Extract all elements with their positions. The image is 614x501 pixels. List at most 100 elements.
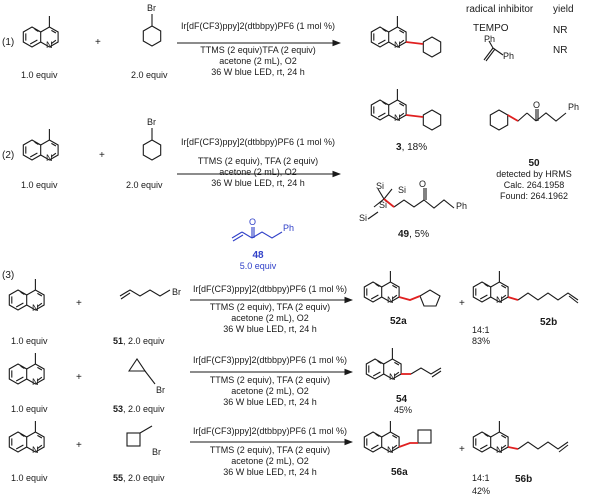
bromocyclohexane-1 <box>142 14 162 47</box>
product-49-label: 49, 5% <box>398 229 430 240</box>
entry-3c-cond-3: acetone (2 mL), O2 <box>231 456 309 466</box>
si-label-1: Si <box>376 181 385 191</box>
n-atom: N <box>46 153 53 163</box>
n-atom: N <box>387 445 394 455</box>
pentenyl-56b <box>517 441 569 453</box>
entry-3a-cond-4: 36 W blue LED, rt, 24 h <box>223 324 317 334</box>
entry-3a-cond-2: TTMS (2 equiv), TFA (2 equiv) <box>209 302 331 312</box>
entry-2-number: (2) <box>2 150 15 161</box>
entry-3a-reagent: 51, 2.0 equiv <box>113 336 165 346</box>
si-label-2: Si <box>398 185 407 195</box>
acrylate-o: O <box>249 217 257 227</box>
entry-3b-cond-2: TTMS (2 equiv), TFA (2 equiv) <box>209 375 331 385</box>
plus-sign: + <box>99 150 105 161</box>
entry-1-quinoline-equiv: 1.0 equiv <box>21 70 58 80</box>
entry-2-reagent-equiv: 2.0 equiv <box>126 180 163 190</box>
entry-3b-cond-4: 36 W blue LED, rt, 24 h <box>223 397 317 407</box>
n-atom: N <box>32 303 39 313</box>
entry-3c-br: Br <box>152 447 161 457</box>
radical-inhibitor-header: radical inhibitor <box>466 4 534 15</box>
product-56a-label: 56a <box>391 467 408 478</box>
entry-1-br: Br <box>147 3 156 13</box>
acrylate-48-equiv: 5.0 equiv <box>239 261 277 271</box>
entry-2-br: Br <box>147 117 156 127</box>
plus-sign: + <box>76 440 82 451</box>
butenyl-54 <box>410 367 442 378</box>
product-50-label: 50 <box>528 158 540 169</box>
product-50-o: O <box>533 100 541 110</box>
tempo-label: TEMPO <box>473 23 509 34</box>
plus-sign: + <box>76 372 82 383</box>
entry-3a-cond-3: acetone (2 mL), O2 <box>231 313 309 323</box>
nr-diphenylethylene: NR <box>553 45 568 56</box>
cyclobutylmethyl-bromide-55 <box>126 425 153 447</box>
entry-3b-yield: 45% <box>394 405 413 415</box>
entry-2-cond-3: acetone (2 mL), O2 <box>219 167 297 177</box>
product-49-o: O <box>419 179 427 189</box>
plus-sign: + <box>95 37 101 48</box>
entry-3c-reagent: 55, 2.0 equiv <box>113 473 165 483</box>
entry-3b-reagent: 53, 2.0 equiv <box>113 404 165 414</box>
ph-bottom-label: Ph <box>503 51 515 61</box>
product-50-ph: Ph <box>568 102 580 112</box>
plus-sign: + <box>76 298 82 309</box>
benzyl-acrylate-48 <box>231 227 283 242</box>
product-50-note: detected by HRMS <box>496 169 572 179</box>
n-atom: N <box>46 40 53 50</box>
entry-2-cond-2: TTMS (2 equiv), TFA (2 equiv) <box>197 156 319 166</box>
n-atom: N <box>32 445 39 455</box>
n-atom: N <box>387 295 394 305</box>
entry-3b-br: Br <box>156 385 165 395</box>
entry-3a-br: Br <box>172 287 181 297</box>
product-56b-label: 56b <box>515 474 533 485</box>
n-atom: N <box>496 445 503 455</box>
plus-sign: + <box>459 298 465 309</box>
entry-3c-catalyst: Ir[dF(CF3)ppy]2(dtbbpy)PF6 (1 mol %) <box>192 426 348 436</box>
nr-tempo: NR <box>553 25 568 36</box>
product-50-calc: Calc. 264.1958 <box>503 180 565 190</box>
cyclopropylmethyl-bromide-53 <box>127 358 156 385</box>
entry-3c-cond-2: TTMS (2 equiv), TFA (2 equiv) <box>209 445 331 455</box>
entry-3c-ratio: 14:1 <box>472 473 490 483</box>
entry-3a-yield: 83% <box>472 336 491 346</box>
n-atom: N <box>389 372 396 382</box>
acrylate-48-label: 48 <box>252 250 264 261</box>
cyclopentylmethyl-52a <box>419 289 441 307</box>
entry-1-catalyst: Ir[dF(CF3)ppy]2(dtbbpy)PF6 (1 mol %) <box>180 21 336 31</box>
product-49-ph: Ph <box>456 201 468 211</box>
entry-3c-quinoline-equiv: 1.0 equiv <box>11 473 48 483</box>
n-atom: N <box>394 113 401 123</box>
entry-1-cond-2: TTMS (2 equiv)TFA (2 equiv) <box>200 45 316 55</box>
entry-3a-catalyst: Ir[dF(CF3)ppy]2(dtbbpy)PF6 (1 mol %) <box>192 284 348 294</box>
entry-1-number: (1) <box>2 37 15 48</box>
product-52b-label: 52b <box>540 317 558 328</box>
hexenyl-bromide-51 <box>119 289 171 300</box>
hexenyl-52b <box>517 292 579 304</box>
yield-header: yield <box>553 4 574 15</box>
n-atom: N <box>394 40 401 50</box>
entry-3b-catalyst: Ir[dF(CF3)ppy]2(dtbbpy)PF6 (1 mol %) <box>192 355 348 365</box>
entry-3a-ratio: 14:1 <box>472 325 490 335</box>
entry-2-cond-4: 36 W blue LED, rt, 24 h <box>211 178 305 188</box>
entry-3b-cond-3: acetone (2 mL), O2 <box>231 386 309 396</box>
product-54-label: 54 <box>396 394 408 405</box>
entry-1-reagent-equiv: 2.0 equiv <box>131 70 168 80</box>
si-label-3: Si <box>379 200 388 210</box>
diphenylethylene-icon <box>483 40 504 62</box>
entry-1-cond-4: 36 W blue LED, rt, 24 h <box>211 67 305 77</box>
entry-2-catalyst: Ir[dF(CF3)ppy]2(dtbbpy)PF6 (1 mol %) <box>180 137 336 147</box>
plus-sign: + <box>459 444 465 455</box>
entry-3-number: (3) <box>2 270 15 281</box>
entry-1-cond-3: acetone (2 mL), O2 <box>219 56 297 66</box>
entry-3a-quinoline-equiv: 1.0 equiv <box>11 336 48 346</box>
entry-3c-yield: 42% <box>472 486 491 496</box>
acrylate-ph: Ph <box>283 223 295 233</box>
entry-3b-quinoline-equiv: 1.0 equiv <box>11 404 48 414</box>
ph-top-label: Ph <box>484 34 496 44</box>
product-3-label: 3, 18% <box>396 142 428 153</box>
product-52a-label: 52a <box>390 316 407 327</box>
entry-3c-cond-4: 36 W blue LED, rt, 24 h <box>223 467 317 477</box>
entry-2-quinoline-equiv: 1.0 equiv <box>21 180 58 190</box>
